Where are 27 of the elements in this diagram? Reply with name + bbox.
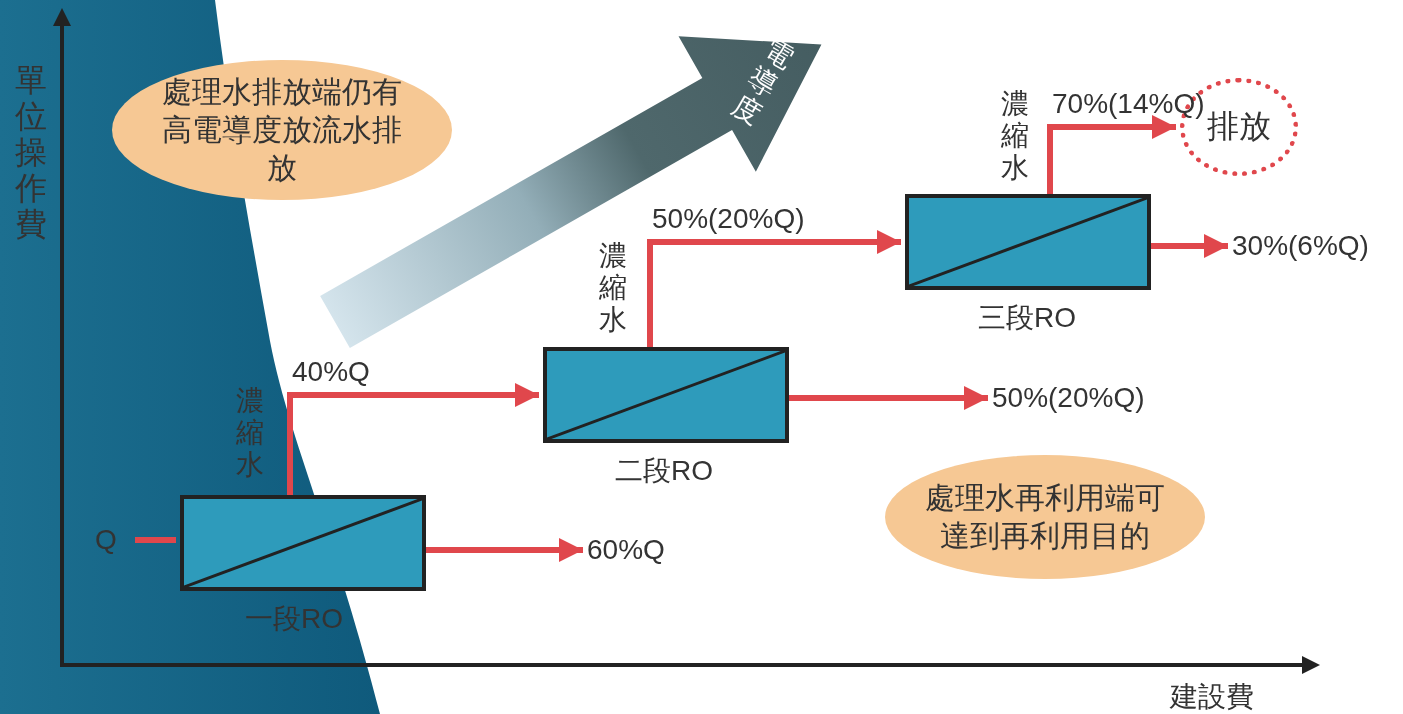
arrow bbox=[647, 230, 901, 347]
ro-membrane-box bbox=[905, 194, 1151, 290]
note-ellipse: 處理水排放端仍有高電導度放流水排放 bbox=[112, 60, 452, 200]
edge-label: 40%Q bbox=[292, 355, 370, 389]
flow-label: 60%Q bbox=[587, 530, 697, 570]
arrow bbox=[1151, 234, 1228, 258]
edge-label: 70%(14%Q) bbox=[1052, 87, 1205, 121]
stream-label: 濃縮水 bbox=[598, 240, 628, 336]
arrow bbox=[1047, 115, 1176, 194]
box-caption: 二段RO bbox=[615, 454, 713, 488]
arrow bbox=[426, 538, 583, 562]
note-ellipse: 處理水再利用端可達到再利用目的 bbox=[885, 455, 1205, 579]
flow-label: Q bbox=[95, 520, 135, 560]
edge-label: 50%(20%Q) bbox=[652, 202, 805, 236]
axis-label: 建設費 bbox=[1170, 680, 1254, 714]
arrow-label: 電導度 bbox=[726, 33, 800, 131]
arrow bbox=[789, 386, 988, 410]
axis-label: 單位操作費 bbox=[14, 62, 48, 242]
flow-label: 50%(20%Q) bbox=[992, 378, 1192, 418]
box-caption: 一段RO bbox=[245, 602, 343, 636]
flow-label: 30%(6%Q) bbox=[1232, 226, 1402, 266]
box-caption: 三段RO bbox=[978, 301, 1076, 335]
arrow bbox=[287, 383, 539, 495]
ro-membrane-box bbox=[543, 347, 789, 443]
stream-label: 濃縮水 bbox=[1000, 88, 1030, 184]
ro-membrane-box bbox=[180, 495, 426, 591]
stream-label: 濃縮水 bbox=[235, 385, 265, 481]
